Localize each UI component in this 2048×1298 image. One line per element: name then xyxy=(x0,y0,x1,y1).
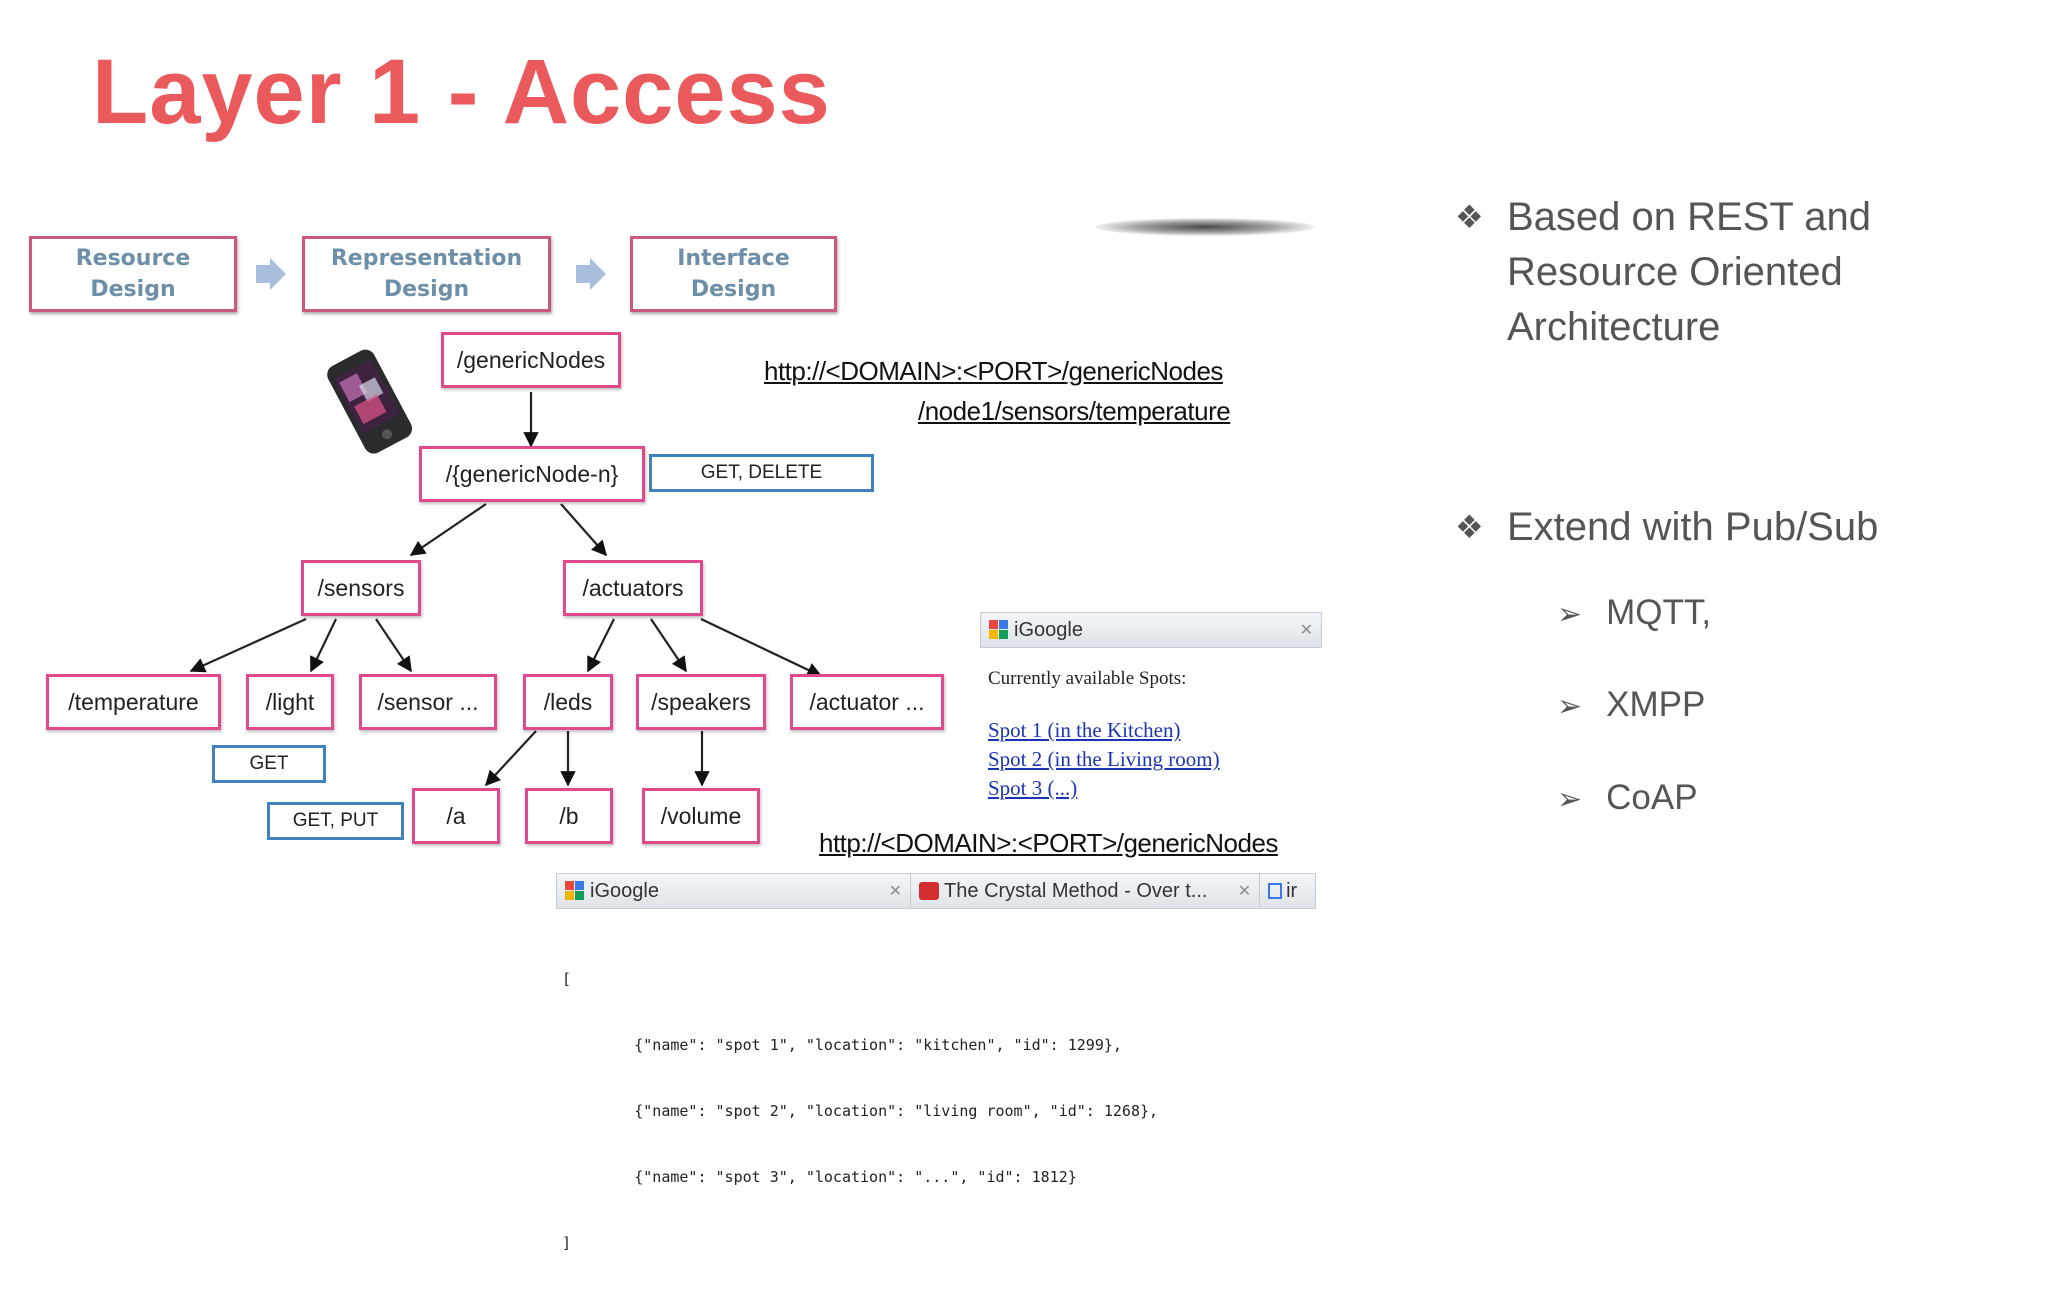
node-b: /b xyxy=(525,788,613,844)
node-leds: /leds xyxy=(523,674,613,730)
url-bottom: http://<DOMAIN>:<PORT>/genericNodes xyxy=(819,828,1278,858)
igoogle-icon xyxy=(989,620,1009,640)
url-top-line2: /node1/sensors/temperature xyxy=(918,396,1231,426)
arrowhead-bullet-icon: ➢ xyxy=(1557,690,1583,723)
node-sensor-more: /sensor ... xyxy=(359,674,497,730)
lastfm-icon xyxy=(919,882,940,900)
browser-bottom-tab-2-title: The Crystal Method - Over t... xyxy=(944,879,1208,902)
arrow-actuators-to-actuator-more xyxy=(700,618,823,678)
diamond-bullet-icon: ❖ xyxy=(1455,509,1484,545)
json-line: {"name": "spot 2", "location": "living r… xyxy=(562,1102,1159,1120)
node-generic-nodes: /genericNodes xyxy=(441,332,621,388)
arrow-sensors-to-light xyxy=(310,618,337,673)
spot-link-2: Spot 2 (in the Living room) xyxy=(988,747,1220,771)
phone-image xyxy=(327,349,413,454)
decorative-shadow xyxy=(1095,218,1315,236)
arrow-noden-to-sensors xyxy=(409,503,487,556)
spot-link-1: Spot 1 (in the Kitchen) xyxy=(988,718,1181,742)
json-line: {"name": "spot 3", "location": "...", "i… xyxy=(562,1168,1077,1186)
sub-bullet-text: CoAP xyxy=(1606,778,1698,817)
node-temperature: /temperature xyxy=(46,674,221,730)
representation-design-box: Representation Design xyxy=(302,236,551,312)
method-get-put: GET, PUT xyxy=(267,802,404,840)
sub-bullet-item: ➢ MQTT, xyxy=(1557,590,1711,637)
spots-heading: Currently available Spots: xyxy=(988,668,1187,689)
node-a: /a xyxy=(412,788,500,844)
method-get: GET xyxy=(212,745,326,783)
arrow-sensors-to-sensor-more xyxy=(375,618,412,673)
browser-bottom-tabbar: iGoogle ✕ The Crystal Method - Over t...… xyxy=(556,873,1316,909)
json-line: {"name": "spot 1", "location": "kitchen"… xyxy=(562,1036,1122,1054)
node-generic-node-n: /{genericNode-n} xyxy=(419,446,645,502)
resource-design-box: Resource Design xyxy=(29,236,237,312)
browser-bottom-tab-1-title: iGoogle xyxy=(590,879,659,902)
sub-bullet-text: XMPP xyxy=(1606,685,1706,724)
node-speakers: /speakers xyxy=(636,674,766,730)
method-get-delete: GET, DELETE xyxy=(649,454,874,492)
browser-top-tab: iGoogle ✕ xyxy=(981,613,1321,647)
diamond-bullet-icon: ❖ xyxy=(1455,199,1484,235)
browser-bottom-tab-1: iGoogle ✕ xyxy=(557,874,912,908)
spot-link-3: Spot 3 (...) xyxy=(988,776,1078,800)
sub-bullet-item: ➢ XMPP xyxy=(1557,682,1705,729)
browser-bottom-tab-3-title: ir xyxy=(1286,879,1298,902)
close-icon: ✕ xyxy=(888,883,903,900)
browser-bottom-tab-2: The Crystal Method - Over t... ✕ xyxy=(911,874,1261,908)
arrowhead-bullet-icon: ➢ xyxy=(1557,783,1583,816)
browser-bottom-tab-3: ir xyxy=(1260,874,1315,908)
close-icon: ✕ xyxy=(1299,622,1313,639)
browser-top-tab-title: iGoogle xyxy=(1014,618,1083,641)
step-arrow-icon xyxy=(576,258,606,290)
slide-title: Layer 1 - Access xyxy=(92,41,831,143)
browser-top-tabbar: iGoogle ✕ xyxy=(980,612,1322,648)
node-sensors: /sensors xyxy=(301,560,421,616)
arrow-sensors-to-temperature xyxy=(189,617,307,673)
json-line: [ xyxy=(562,970,572,988)
arrow-actuators-to-leds xyxy=(587,618,615,673)
bullet-text: Extend with Pub/Sub xyxy=(1507,505,1879,549)
diagram-arrows xyxy=(189,392,823,787)
interface-design-box: Interface Design xyxy=(630,236,837,312)
url-top-line1: http://<DOMAIN>:<PORT>/genericNodes xyxy=(764,356,1223,386)
arrow-actuators-to-speakers xyxy=(650,618,687,673)
arrow-noden-to-actuators xyxy=(560,503,608,557)
arrowhead-bullet-icon: ➢ xyxy=(1557,598,1583,631)
sub-bullet-item: ➢ CoAP xyxy=(1557,775,1698,822)
igoogle-icon xyxy=(565,881,585,901)
node-actuators: /actuators xyxy=(563,560,703,616)
arrow-leds-to-a xyxy=(484,730,537,787)
page-icon xyxy=(1268,883,1283,899)
node-light: /light xyxy=(246,674,334,730)
step-arrow-icon xyxy=(256,258,286,290)
json-line: ] xyxy=(562,1234,572,1252)
rest-diagram: Resource Design Representation Design In… xyxy=(26,210,1326,1252)
bullet-text: Based on REST and Resource Oriented Arch… xyxy=(1507,195,1871,349)
node-actuator-more: /actuator ... xyxy=(790,674,944,730)
sub-bullet-text: MQTT, xyxy=(1606,593,1712,632)
node-volume: /volume xyxy=(642,788,760,844)
close-icon: ✕ xyxy=(1237,883,1252,900)
json-response: [ {"name": "spot 1", "location": "kitche… xyxy=(562,924,1158,1298)
